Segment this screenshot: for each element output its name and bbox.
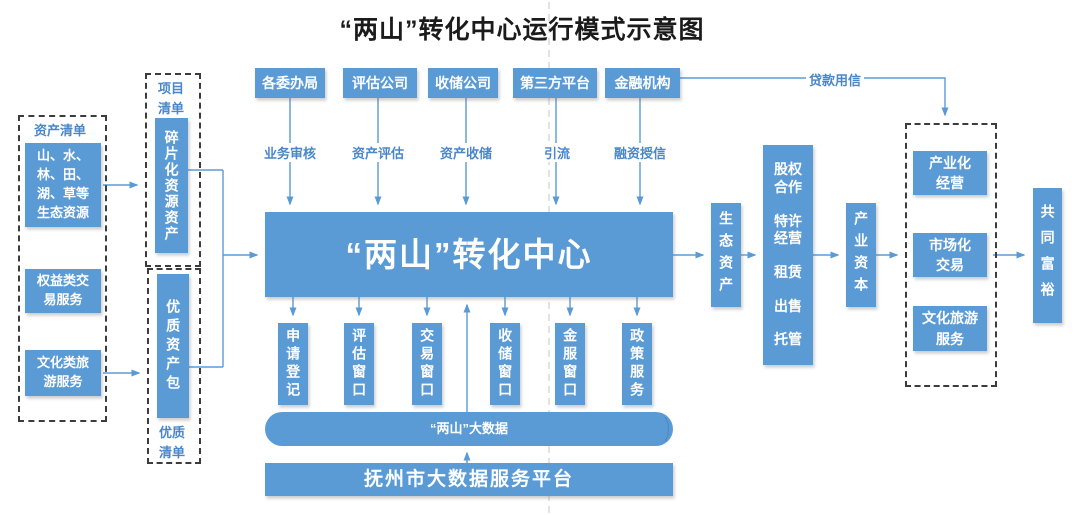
industrialized-operation-box: 产业化 经营 (913, 151, 987, 195)
mode-equity-cooperation: 股权 合作 (774, 161, 802, 195)
city-bigdata-platform-bar: 抚州市大数据服务平台 (265, 463, 673, 496)
cultural-tourism-box: 文化类旅 游服务 (25, 350, 101, 396)
market-trading-box: 市场化 交易 (913, 233, 987, 277)
flow-label-business-review: 业务审核 (260, 143, 320, 162)
mode-sale: 出售 (774, 297, 802, 314)
conversion-modes-box: 股权 合作 特许 经营 租赁 出售 托管 (763, 145, 813, 365)
flow-label-asset-storage: 资产收储 (436, 143, 496, 162)
mode-custody: 托管 (774, 331, 802, 348)
bracket-connector (188, 169, 224, 368)
culture-tourism-service-box: 文化旅游 服务 (913, 306, 987, 351)
flow-label-asset-appraisal: 资产评估 (348, 143, 408, 162)
eco-resources-box: 山、水、 林、田、 湖、草等 生态资源 (25, 143, 101, 227)
fragmented-assets-box: 碎片化资源资产 (155, 118, 188, 253)
loan-credit-label: 贷款用信 (805, 70, 865, 89)
project-list-panel (145, 73, 201, 267)
storage-company-box: 收储公司 (428, 68, 498, 98)
bigdata-cylinder-label: “两山”大数据 (429, 420, 508, 436)
window-financial-services: 金服窗口 (555, 323, 585, 405)
bigdata-cylinder: “两山”大数据 (265, 412, 673, 446)
window-policy-services: 政策服务 (622, 323, 652, 405)
asset-list-label: 资产清单 (33, 123, 86, 138)
third-party-platform-box: 第三方平台 (513, 68, 597, 98)
eco-asset-box: 生态资产 (711, 203, 741, 307)
quality-asset-package-box: 优质资产包 (157, 274, 189, 418)
financial-institution-box: 金融机构 (605, 68, 680, 98)
asset-list-panel (18, 115, 107, 422)
industry-capital-box: 产业资本 (846, 203, 876, 307)
project-list-label: 项目 清单 (157, 81, 184, 116)
flow-label-traffic: 引流 (540, 143, 574, 162)
appraisal-company-box: 评估公司 (343, 68, 417, 98)
flow-connectors (103, 77, 1026, 463)
diagram-title: “两山”转化中心运行模式示意图 (339, 16, 705, 44)
window-application-registration: 申请登记 (278, 323, 308, 405)
window-appraisal: 评估窗口 (344, 323, 374, 405)
quality-list-panel (147, 268, 201, 464)
mode-lease: 租赁 (774, 263, 802, 280)
equity-trading-box: 权益类交 易服务 (25, 269, 101, 313)
loan-credit-connector (680, 77, 949, 117)
mode-franchise: 特许 经营 (774, 212, 802, 247)
window-trading: 交易窗口 (412, 323, 442, 405)
cylinder-cap-shape (649, 413, 669, 445)
window-storage: 收储窗口 (490, 323, 520, 405)
quality-list-label: 优质 清单 (158, 425, 185, 460)
conversion-center-box: “两山”转化中心 (265, 212, 673, 297)
flow-label-financing-credit: 融资授信 (610, 143, 670, 162)
common-prosperity-box: 共同富裕 (1033, 188, 1062, 323)
outcome-panel (905, 123, 997, 387)
gov-bureaus-box: 各委办局 (255, 68, 325, 98)
